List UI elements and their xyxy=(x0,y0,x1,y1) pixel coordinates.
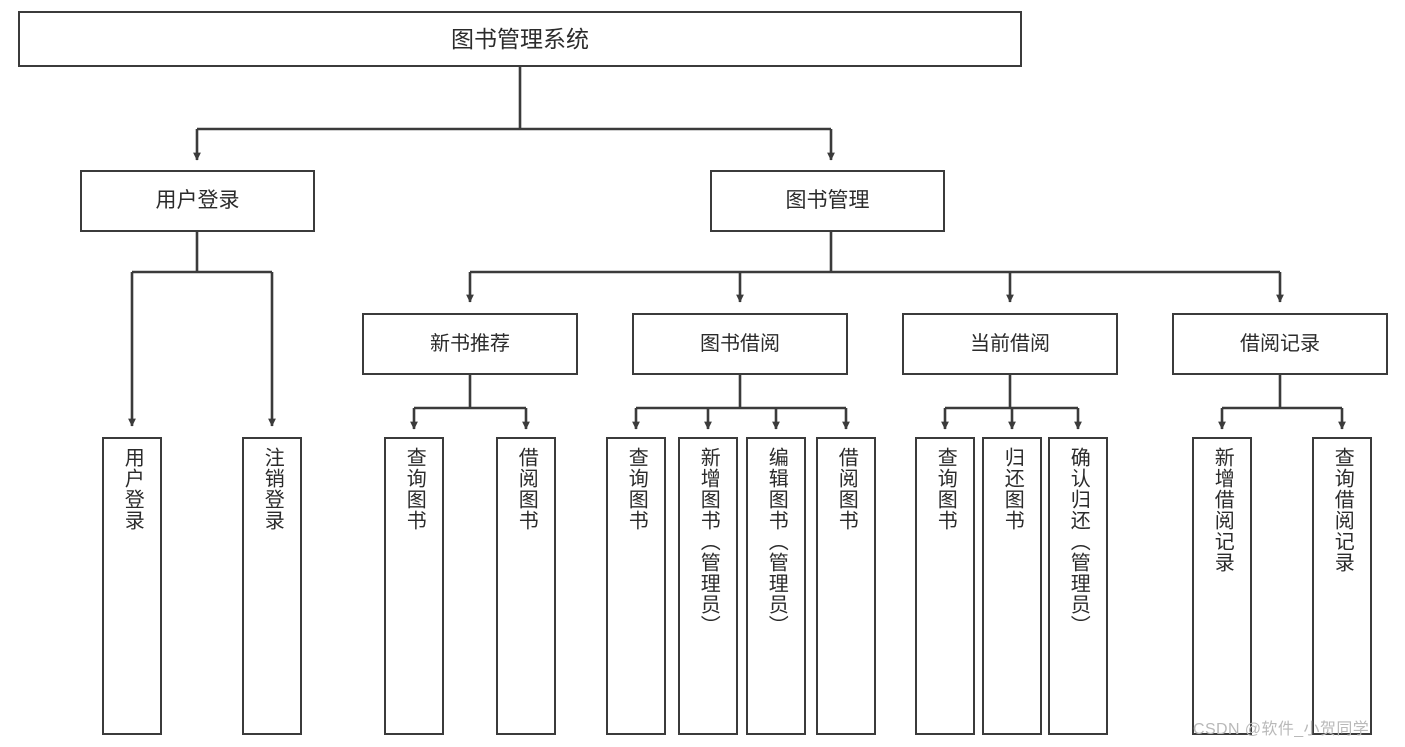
node-new-book-recommend[interactable]: 新书推荐 xyxy=(362,313,578,375)
leaf-add-book-admin-label: 新增图书（管理员） xyxy=(697,447,720,636)
leaf-borrow-book[interactable]: 借阅图书 xyxy=(816,437,876,735)
leaf-user-login-label: 用户登录 xyxy=(121,447,144,531)
leaf-query-borrow-record-label: 查询借阅记录 xyxy=(1331,447,1354,573)
leaf-add-book-admin[interactable]: 新增图书（管理员） xyxy=(678,437,738,735)
leaf-edit-book-admin[interactable]: 编辑图书（管理员） xyxy=(746,437,806,735)
node-new-book-recommend-label: 新书推荐 xyxy=(430,332,510,355)
leaf-query-borrow-record[interactable]: 查询借阅记录 xyxy=(1312,437,1372,735)
leaf-logout[interactable]: 注销登录 xyxy=(242,437,302,735)
node-current-borrow-label: 当前借阅 xyxy=(970,332,1050,355)
leaf-edit-book-admin-label: 编辑图书（管理员） xyxy=(765,447,788,636)
node-borrow-record[interactable]: 借阅记录 xyxy=(1172,313,1388,375)
leaf-query-book-borrow[interactable]: 查询图书 xyxy=(606,437,666,735)
watermark-text: CSDN @软件_小贺同学 xyxy=(1193,721,1370,738)
node-book-borrow-label: 图书借阅 xyxy=(700,332,780,355)
leaf-add-borrow-record[interactable]: 新增借阅记录 xyxy=(1192,437,1252,735)
node-book-management-label: 图书管理 xyxy=(785,188,870,212)
leaf-confirm-return-admin-label: 确认归还（管理员） xyxy=(1067,447,1090,636)
node-root-label: 图书管理系统 xyxy=(451,25,589,52)
leaf-query-book-current-label: 查询图书 xyxy=(934,447,957,531)
node-user-login-label: 用户登录 xyxy=(155,188,240,212)
leaf-confirm-return-admin[interactable]: 确认归还（管理员） xyxy=(1048,437,1108,735)
node-book-management[interactable]: 图书管理 xyxy=(710,170,945,232)
node-user-login[interactable]: 用户登录 xyxy=(80,170,315,232)
leaf-logout-label: 注销登录 xyxy=(261,447,284,531)
leaf-query-book-recommend-label: 查询图书 xyxy=(403,447,426,531)
leaf-borrow-book-recommend[interactable]: 借阅图书 xyxy=(496,437,556,735)
node-book-borrow[interactable]: 图书借阅 xyxy=(632,313,848,375)
leaf-query-book-recommend[interactable]: 查询图书 xyxy=(384,437,444,735)
leaf-query-book-current[interactable]: 查询图书 xyxy=(915,437,975,735)
leaf-borrow-book-label: 借阅图书 xyxy=(835,447,858,531)
leaf-borrow-book-recommend-label: 借阅图书 xyxy=(515,447,538,531)
leaf-user-login[interactable]: 用户登录 xyxy=(102,437,162,735)
node-root[interactable]: 图书管理系统 xyxy=(18,11,1022,67)
leaf-add-borrow-record-label: 新增借阅记录 xyxy=(1211,447,1234,573)
node-borrow-record-label: 借阅记录 xyxy=(1240,332,1320,355)
leaf-return-book[interactable]: 归还图书 xyxy=(982,437,1042,735)
leaf-query-book-borrow-label: 查询图书 xyxy=(625,447,648,531)
node-current-borrow[interactable]: 当前借阅 xyxy=(902,313,1118,375)
leaf-return-book-label: 归还图书 xyxy=(1001,447,1024,531)
